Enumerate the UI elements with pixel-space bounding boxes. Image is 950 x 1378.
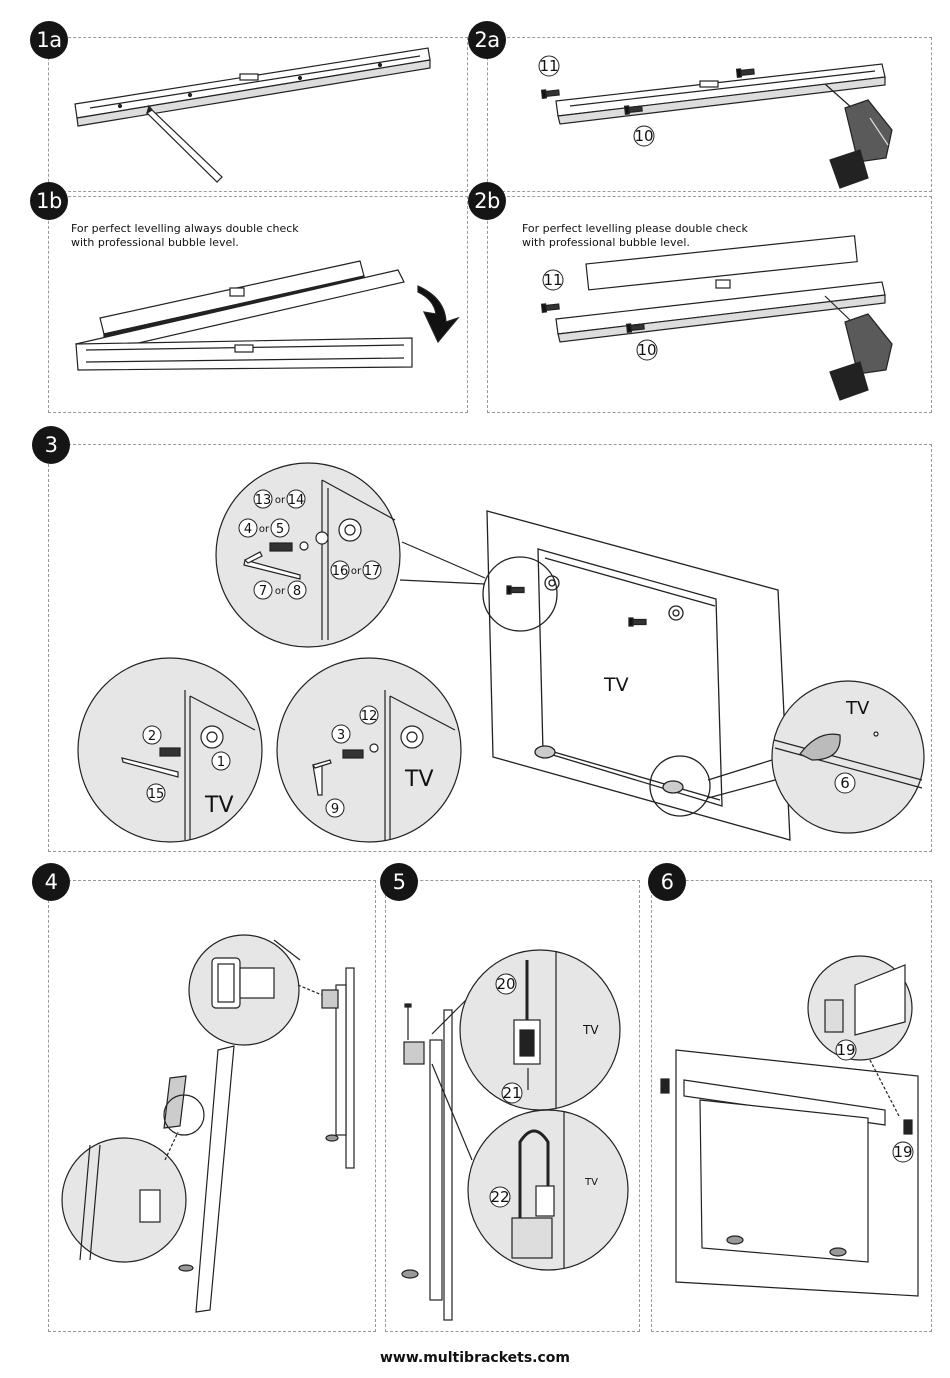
- tv-label-step-5b: TV: [584, 1177, 598, 1188]
- step-badge-4: 4: [32, 863, 70, 901]
- note-1b: For perfect levelling always double chec…: [71, 222, 299, 250]
- tv-side-4: [62, 935, 354, 1312]
- tv-label-step-5a: TV: [582, 1023, 599, 1037]
- part-7: 7: [259, 584, 267, 599]
- or-7-8: or: [275, 586, 286, 597]
- part-22: 22: [490, 1188, 509, 1206]
- tv-label-main: TV: [603, 674, 629, 696]
- part-12: 12: [361, 709, 378, 724]
- loupe-part-3-9-12: [277, 658, 461, 842]
- step-badge-1b: 1b: [30, 182, 68, 220]
- rail-with-pencil: [75, 48, 430, 182]
- part-2: 2: [148, 729, 156, 744]
- part-10-2b: 10: [637, 341, 656, 359]
- step-badge-2a: 2a: [468, 21, 506, 59]
- part-21: 21: [502, 1084, 521, 1102]
- part-13: 13: [255, 493, 272, 508]
- tv-label-loupe-1: TV: [204, 793, 234, 818]
- part-11-2a: 11: [539, 57, 558, 75]
- part-14: 14: [288, 493, 305, 508]
- part-19-loupe: 19: [836, 1041, 855, 1059]
- or-13-14: or: [275, 495, 286, 506]
- part-6: 6: [840, 774, 850, 792]
- part-8: 8: [293, 584, 301, 599]
- part-20: 20: [496, 975, 515, 993]
- part-3: 3: [337, 728, 345, 743]
- tv-side-5: [402, 950, 628, 1320]
- step-badge-3: 3: [32, 426, 70, 464]
- or-4-5: or: [259, 524, 270, 535]
- part-5: 5: [276, 522, 284, 537]
- step-badge-1a: 1a: [30, 21, 68, 59]
- tv-label-loupe-3: TV: [404, 767, 434, 792]
- note-2b-line-1: For perfect levelling please double chec…: [522, 222, 748, 236]
- rail-with-drill-2a: [542, 64, 892, 188]
- part-9: 9: [331, 802, 339, 817]
- level-and-rail-1b: [76, 261, 458, 370]
- part-19-tv: 19: [893, 1143, 912, 1161]
- note-1b-line-1: For perfect levelling always double chec…: [71, 222, 299, 236]
- loupe-screws: [216, 463, 485, 647]
- part-16: 16: [332, 564, 349, 579]
- note-1b-line-2: with professional bubble level.: [71, 236, 299, 250]
- footer-url: www.multibrackets.com: [0, 1350, 950, 1366]
- or-16-17: or: [351, 566, 362, 577]
- level-and-rail-2b: [542, 236, 892, 400]
- step-badge-6: 6: [648, 863, 686, 901]
- part-1: 1: [217, 755, 225, 770]
- tv-back-6: [661, 956, 918, 1296]
- step-badge-5: 5: [380, 863, 418, 901]
- part-11-2b: 11: [543, 271, 562, 289]
- part-17: 17: [364, 564, 381, 579]
- tv-label-loupe-6: TV: [845, 698, 870, 719]
- part-4: 4: [244, 522, 252, 537]
- loupe-part-1-2-15: [78, 658, 262, 842]
- note-2b-line-2: with professional bubble level.: [522, 236, 748, 250]
- tv-back-3: [483, 511, 790, 840]
- note-2b: For perfect levelling please double chec…: [522, 222, 748, 250]
- step-badge-2b: 2b: [468, 182, 506, 220]
- part-10-2a: 10: [634, 127, 653, 145]
- part-15: 15: [148, 787, 165, 802]
